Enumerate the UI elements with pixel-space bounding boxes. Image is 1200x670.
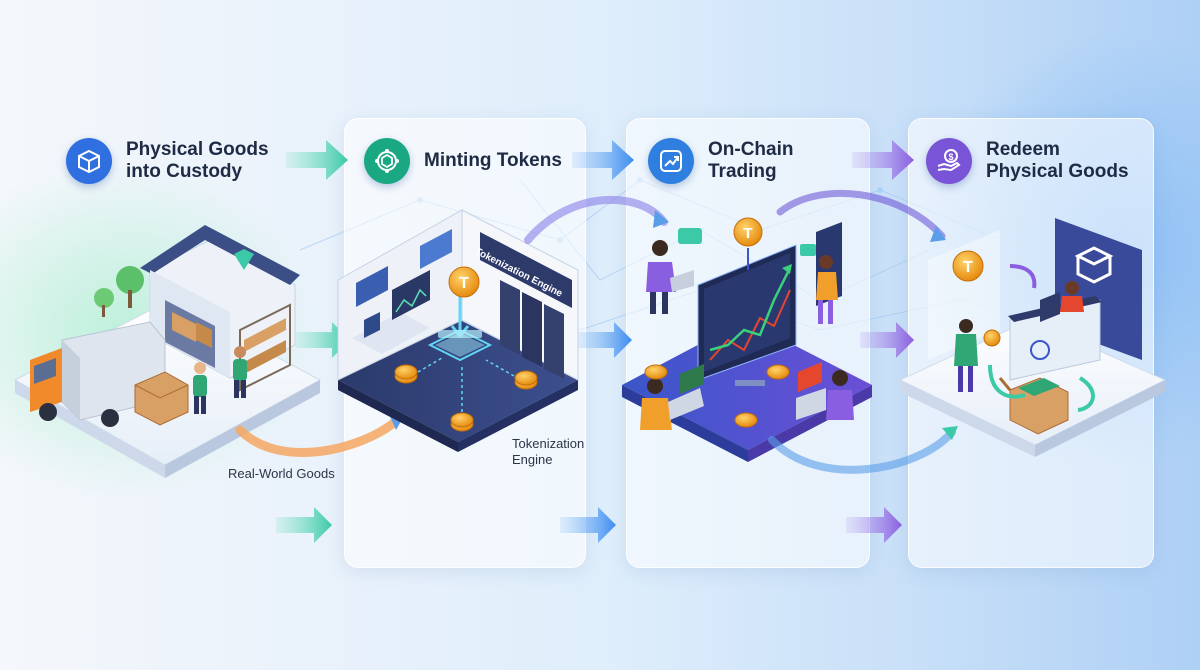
step-title-minting: Minting Tokens — [424, 150, 562, 171]
token-network-icon — [364, 138, 410, 184]
flow-arrow-mid-3 — [860, 322, 914, 358]
flow-arrow-bottom-1 — [276, 507, 332, 543]
warehouse-scene — [13, 225, 322, 478]
redeem-scene: T — [898, 218, 1167, 457]
coin-icon: T — [448, 266, 480, 298]
trend-arrows-icon — [648, 138, 694, 184]
hand-coin-icon: $ — [926, 138, 972, 184]
flow-arrow-1 — [286, 140, 348, 180]
svg-text:$: $ — [948, 152, 953, 162]
coin-icon: T — [733, 217, 763, 247]
svg-text:T: T — [963, 259, 973, 276]
flow-arrow-mid-2 — [578, 322, 632, 358]
step-header-redeem: $ Redeem Physical Goods — [926, 138, 1129, 184]
flow-arrow-2 — [572, 140, 634, 180]
flow-arrow-bottom-3 — [846, 507, 902, 543]
caption-real-world-goods: Real-World Goods — [228, 466, 335, 481]
svg-text:T: T — [459, 275, 469, 292]
step-title-trading: On-Chain Trading — [708, 139, 794, 182]
coin-icon: T — [952, 250, 984, 282]
step-header-trading: On-Chain Trading — [648, 138, 794, 184]
flow-arrow-bottom-2 — [560, 507, 616, 543]
step-title-redeem: Redeem Physical Goods — [986, 139, 1129, 182]
svg-text:T: T — [743, 225, 752, 242]
step-title-custody: Physical Goods into Custody — [126, 139, 269, 182]
flow-arrow-3 — [852, 140, 914, 180]
trading-scene: T — [622, 217, 872, 462]
curved-arrow-goods — [235, 417, 400, 457]
step-header-minting: Minting Tokens — [364, 138, 562, 184]
minting-scene: T — [337, 209, 579, 452]
flow-arrow-mid-1 — [296, 322, 350, 358]
caption-tokenization-engine: Tokenization Engine — [512, 436, 585, 467]
step-header-custody: Physical Goods into Custody — [66, 138, 269, 184]
box-icon — [66, 138, 112, 184]
